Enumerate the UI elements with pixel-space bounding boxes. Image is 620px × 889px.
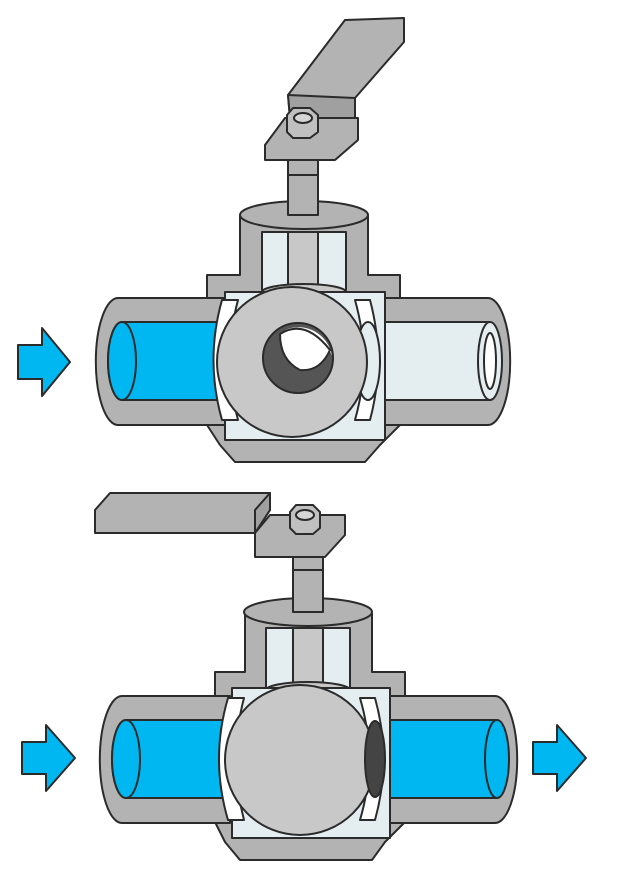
flow-arrow-in-icon: [17, 327, 71, 397]
ball-bore-icon: [364, 720, 386, 798]
valve-open: [21, 492, 587, 861]
handle-plate: [254, 514, 346, 558]
flow-arrow-in-icon: [21, 724, 76, 792]
flow-arrow-out-icon: [532, 724, 587, 792]
outlet-fluid: [371, 719, 498, 799]
valve-ball: [224, 684, 376, 836]
valve-handle: [94, 492, 271, 534]
valve-closed: [17, 17, 512, 463]
